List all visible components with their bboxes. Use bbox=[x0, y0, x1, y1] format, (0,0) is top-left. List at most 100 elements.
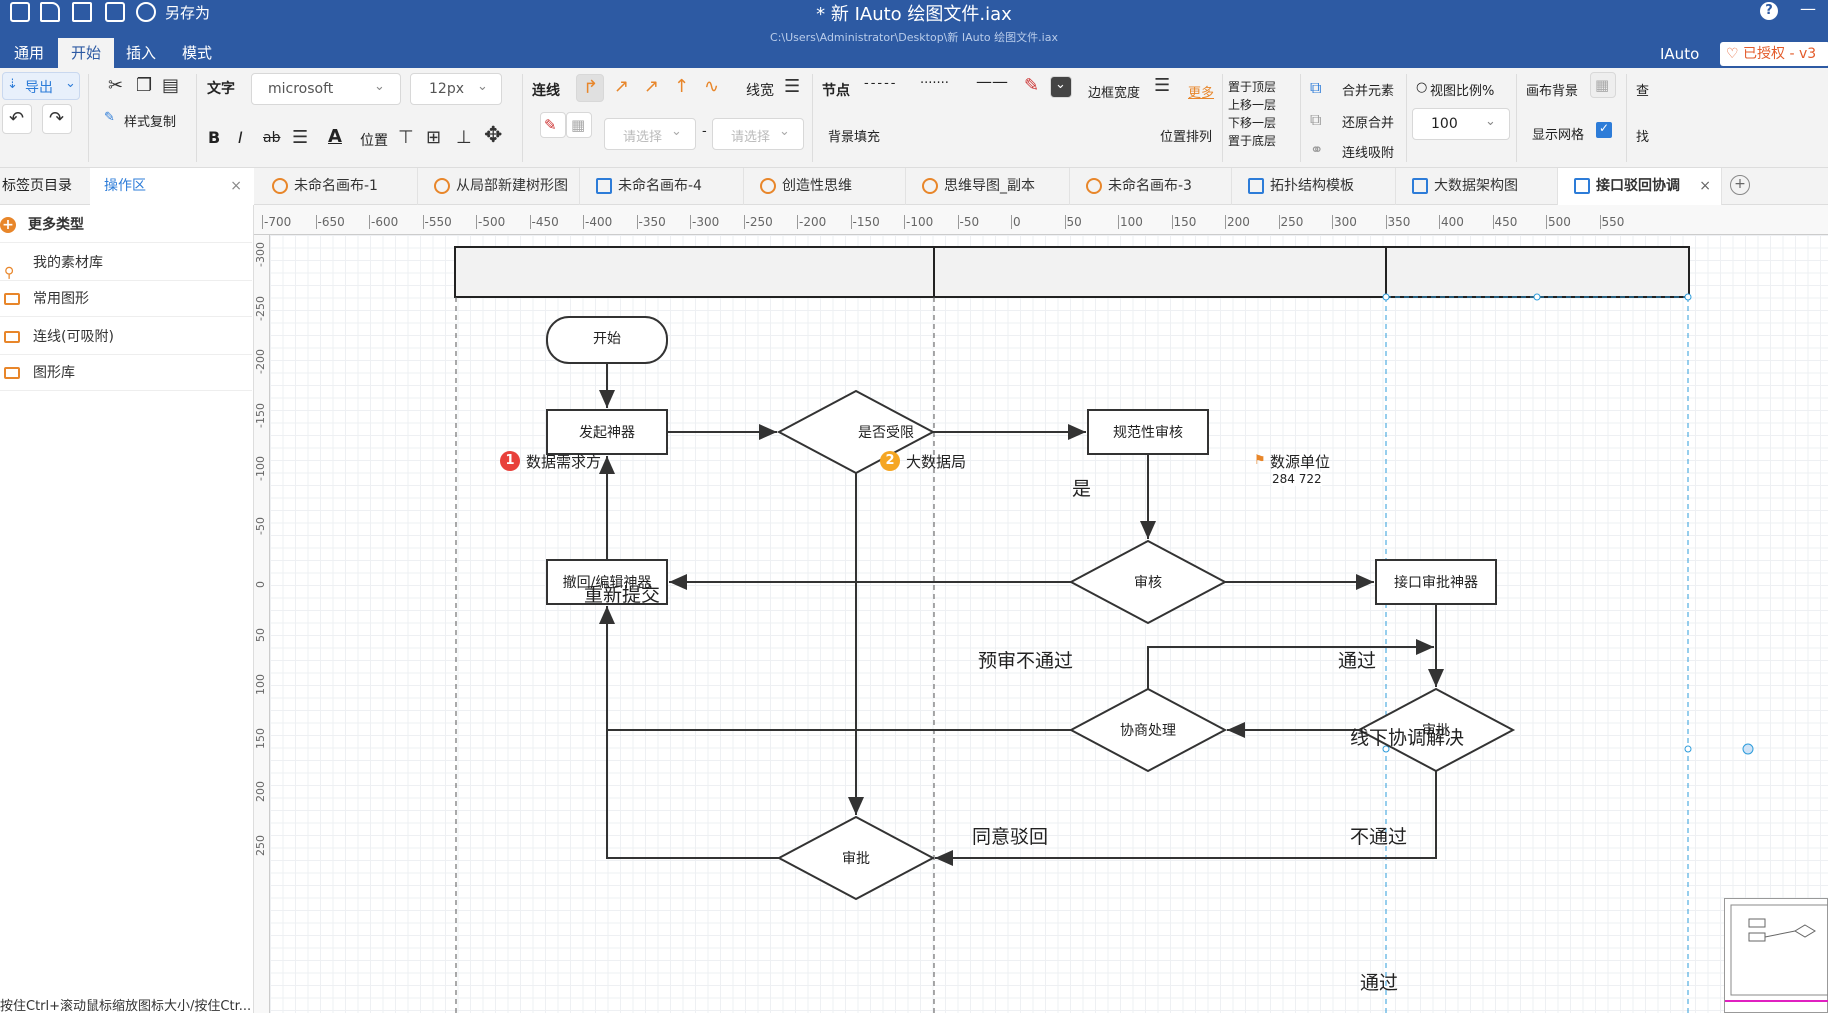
italic-button[interactable]: I bbox=[238, 128, 243, 147]
more-link[interactable]: 更多 bbox=[1188, 86, 1215, 101]
doc-tab-2[interactable]: 从局部新建树形图 bbox=[418, 168, 580, 205]
zoom-select[interactable]: 100 ⌄ bbox=[1412, 108, 1510, 140]
interface-approve-node[interactable] bbox=[1375, 559, 1497, 605]
send-backward-button[interactable]: 下移一层 bbox=[1228, 116, 1277, 130]
font-family-select[interactable]: microsoft ⌄ bbox=[251, 73, 401, 105]
bring-to-front-button[interactable]: 置于顶层 bbox=[1228, 80, 1277, 94]
doc-tab-1[interactable]: 未命名画布-1 bbox=[256, 168, 418, 205]
find-button-bottom[interactable]: 找 bbox=[1636, 130, 1650, 145]
sidebar-item-connectors[interactable]: 连线(可吸附) bbox=[0, 319, 252, 355]
doc-tab-7[interactable]: 拓扑结构模板 bbox=[1232, 168, 1396, 205]
border-color-dropdown[interactable]: ⌄ bbox=[1050, 76, 1072, 98]
export-dropdown[interactable]: ⇣ 导出 ⌄ bbox=[2, 72, 80, 100]
undo-button[interactable]: ↶ bbox=[2, 104, 32, 134]
add-tab-icon[interactable]: + bbox=[1730, 175, 1750, 195]
curve-connector-icon[interactable]: ↗ bbox=[614, 76, 630, 97]
font-size-select[interactable]: 12px ⌄ bbox=[410, 73, 502, 105]
save-as-button[interactable]: 另存为 bbox=[165, 4, 211, 22]
paste-icon[interactable]: ▤ bbox=[162, 75, 180, 96]
export-file-icon[interactable] bbox=[105, 2, 125, 22]
sidebar-item-more-types[interactable]: +更多类型 bbox=[0, 207, 252, 243]
selection-handle[interactable] bbox=[1684, 293, 1692, 301]
tab-directory[interactable]: 标签页目录 bbox=[2, 178, 72, 194]
doc-tab-5[interactable]: 思维导图_副本 bbox=[906, 168, 1070, 205]
distribute-icon[interactable]: ⊞ bbox=[426, 127, 442, 148]
negotiate-decision[interactable] bbox=[1068, 687, 1228, 773]
sidebar-item-my-library[interactable]: ⚲我的素材库 bbox=[0, 245, 252, 281]
restore-merge-button[interactable]: 还原合并 bbox=[1342, 116, 1395, 131]
move-icon[interactable]: ✥ bbox=[484, 123, 503, 148]
align-icon[interactable]: ☰ bbox=[292, 127, 309, 148]
selection-handle[interactable] bbox=[1382, 293, 1390, 301]
compliance-node[interactable] bbox=[1087, 409, 1209, 455]
dotted-border-option[interactable]: ······· bbox=[920, 76, 949, 91]
initiate-node[interactable] bbox=[546, 409, 668, 455]
canvas-bg-button[interactable]: ▦ bbox=[1590, 72, 1616, 98]
style-copy-button[interactable]: 样式复制 bbox=[124, 115, 177, 130]
send-to-back-button[interactable]: 置于底层 bbox=[1228, 134, 1277, 148]
menu-mode[interactable]: 模式 bbox=[181, 44, 212, 62]
line-width-icon[interactable]: ☰ bbox=[784, 76, 801, 97]
copy-icon[interactable]: ❐ bbox=[136, 75, 153, 96]
sidebar-item-common-shapes[interactable]: 常用图形 bbox=[0, 281, 252, 317]
minimize-icon[interactable]: — bbox=[1800, 0, 1816, 18]
license-text: 已授权 - v3 bbox=[1743, 46, 1817, 62]
drawing-canvas[interactable]: 1 数据需求方 2 大数据局 数源单位 ⚑ 284 722 bbox=[270, 235, 1828, 1013]
doc-tab-9[interactable]: 接口驳回协调× bbox=[1558, 168, 1722, 205]
rotate-handle[interactable] bbox=[1742, 743, 1754, 755]
strikethrough-button[interactable]: ab bbox=[263, 130, 281, 146]
find-button-top[interactable]: 查 bbox=[1636, 84, 1650, 99]
arrow-style-select[interactable]: 请选择 ⌄ bbox=[712, 118, 804, 150]
menu-start[interactable]: 开始 bbox=[58, 38, 114, 68]
font-color-button[interactable]: A bbox=[328, 126, 342, 147]
doc-tab-8[interactable]: 大数据架构图 bbox=[1396, 168, 1558, 205]
line-color-button[interactable]: ✎ bbox=[540, 112, 566, 138]
help-icon[interactable]: ? bbox=[1760, 2, 1778, 20]
transparent-button[interactable]: ▦ bbox=[566, 112, 592, 138]
close-icon[interactable]: × bbox=[1699, 178, 1711, 194]
bottom-approve-decision[interactable] bbox=[776, 815, 936, 901]
merge-button[interactable]: 合并元素 bbox=[1342, 84, 1395, 99]
cut-icon[interactable]: ✂ bbox=[108, 75, 124, 96]
selection-handle[interactable] bbox=[1533, 293, 1541, 301]
open-folder-icon[interactable] bbox=[72, 2, 92, 22]
border-width-icon[interactable]: ☰ bbox=[1154, 75, 1171, 96]
new-file-icon[interactable] bbox=[40, 2, 60, 22]
minimap[interactable] bbox=[1724, 898, 1828, 1013]
align-top-icon[interactable]: ⊤ bbox=[398, 127, 414, 148]
doc-tab-6[interactable]: 未命名画布-3 bbox=[1070, 168, 1232, 205]
selection-handle[interactable] bbox=[1684, 745, 1692, 753]
bold-button[interactable]: B bbox=[208, 128, 221, 147]
dashed-border-option[interactable]: ----- bbox=[864, 76, 898, 91]
database-icon[interactable] bbox=[136, 2, 156, 22]
sidebar-item-shape-library[interactable]: 图形库 bbox=[0, 355, 252, 391]
close-icon[interactable]: × bbox=[230, 178, 242, 194]
menu-insert[interactable]: 插入 bbox=[125, 44, 156, 62]
tab-operation-area[interactable]: 操作区× bbox=[90, 168, 254, 205]
audit-decision[interactable] bbox=[1068, 539, 1228, 625]
redo-button[interactable]: ↷ bbox=[42, 104, 72, 134]
wave-connector-icon[interactable]: ∿ bbox=[704, 76, 720, 97]
connector-straight-button[interactable]: ↱ bbox=[576, 74, 604, 102]
chevron-down-icon: ⌄ bbox=[477, 79, 488, 94]
menu-general[interactable]: 通用 bbox=[13, 44, 44, 62]
line-style-select[interactable]: 请选择 ⌄ bbox=[604, 118, 696, 150]
show-grid-checkbox[interactable]: ✓ bbox=[1596, 121, 1612, 138]
doc-tab-4[interactable]: 创造性思维 bbox=[744, 168, 906, 205]
up-connector-icon[interactable]: ↑ bbox=[674, 76, 690, 97]
arrow-connector-icon[interactable]: ↗ bbox=[644, 76, 660, 97]
doc-tab-3[interactable]: 未命名画布-4 bbox=[580, 168, 744, 205]
horizontal-ruler[interactable]: -700-650-600-550-500-450-400-350-300-250… bbox=[254, 205, 1828, 235]
bring-forward-button[interactable]: 上移一层 bbox=[1228, 98, 1277, 112]
save-icon[interactable] bbox=[10, 2, 30, 22]
align-bottom-icon[interactable]: ⊥ bbox=[456, 127, 472, 148]
license-badge[interactable]: ♡ 已授权 - v3 bbox=[1720, 42, 1828, 66]
selection-handle[interactable] bbox=[1382, 745, 1390, 753]
interface-approve-label: 接口审批神器 bbox=[1394, 575, 1478, 591]
snap-button[interactable]: 连线吸附 bbox=[1342, 146, 1395, 161]
withdraw-node[interactable] bbox=[546, 559, 668, 605]
search-icon: ○ bbox=[1416, 80, 1428, 95]
border-color-icon[interactable]: ✎ bbox=[1024, 75, 1040, 96]
solid-border-option[interactable]: —— bbox=[976, 72, 1008, 91]
